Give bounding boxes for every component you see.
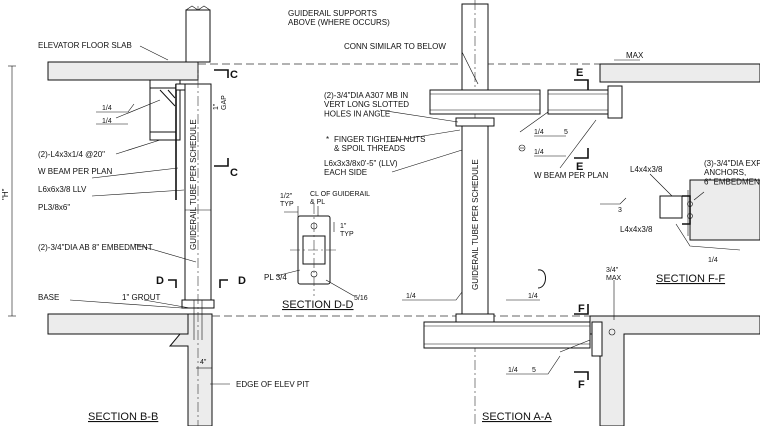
title-section-aa: SECTION A-A <box>482 411 552 423</box>
label-l6x3x3: L6x3x3/8x0'-5" (LLV)EACH SIDE <box>324 159 398 177</box>
label-gap: 1"GAP <box>213 95 228 110</box>
label-five-sixteenth: 5/16 <box>354 295 368 302</box>
weld-size-aa-4: 1/4 <box>528 293 538 300</box>
title-section-bb: SECTION B-B <box>88 411 158 423</box>
base-slab <box>47 313 189 335</box>
weld-size-ff-3: 3 <box>618 207 622 214</box>
cut-mark-d-right: D <box>238 275 246 287</box>
cut-mark-e-bottom: E <box>576 161 583 173</box>
weld-size-aa-5: 1/4 <box>508 367 518 374</box>
weld-length-aa-5: 5 <box>532 367 536 374</box>
cut-mark-c-top: C <box>230 69 238 81</box>
weld-size-aa-2: 1/4 <box>534 149 544 156</box>
label-l4x3: (2)-L4x3x1/4 @20" <box>38 150 105 159</box>
label-w-beam-bb: W BEAM PER PLAN <box>38 167 112 176</box>
elevator-floor-slab <box>47 61 199 81</box>
lower-beam-aa <box>423 321 591 349</box>
label-grout: 1" GROUT <box>122 293 161 302</box>
h-dimension: "H" <box>1 188 10 200</box>
tube-ff <box>659 195 683 219</box>
label-ab-embed: (2)-3/4"DIA AB 8" EMBEDMENT <box>38 243 153 252</box>
label-finger-tighten: FINGER TIGHTEN NUTS& SPOIL THREADS <box>334 135 425 153</box>
weld-size-bb-2: 1/4 <box>102 118 112 125</box>
label-three-quarter-max: 3/4"MAX <box>606 267 622 282</box>
weld-size-bb-1: 1/4 <box>102 105 112 112</box>
label-half-typ: 1/2"TYP <box>280 193 294 208</box>
title-section-ff: SECTION F-F <box>656 273 725 285</box>
weld-length-aa-1: 5 <box>564 129 568 136</box>
weld-size-aa-3: 1/4 <box>406 293 416 300</box>
label-base: BASE <box>38 293 59 302</box>
label-w-beam-aa: W BEAM PER PLAN <box>534 171 608 180</box>
label-conn-similar: CONN SIMILAR TO BELOW <box>344 42 446 51</box>
label-l4x4-top: L4x4x3/8 <box>630 165 663 174</box>
weld-size-ff-1: 1/4 <box>708 257 718 264</box>
title-section-dd: SECTION D-D <box>282 299 354 311</box>
section-bb: "H" C C D D ELEVATOR FLOOR SLAB 1/4 1/4 … <box>1 5 760 426</box>
label-elevator-floor-slab: ELEVATOR FLOOR SLAB <box>38 41 132 50</box>
guiderail-tube-label-aa: GUIDERAIL TUBE PER SCHEDULE <box>471 159 480 290</box>
label-one-typ: 1"TYP <box>340 223 354 238</box>
label-four-inch: 4" <box>200 359 207 366</box>
label-pl3x6: PL3/8x6" <box>38 203 70 212</box>
cut-mark-e-top: E <box>576 67 583 79</box>
weld-size-aa-1: 1/4 <box>534 129 544 136</box>
label-cl-guiderail: CL OF GUIDERAIL& PL <box>310 191 370 206</box>
label-pl34: PL 3/4 <box>264 273 287 282</box>
upper-beam-aa <box>429 89 541 115</box>
section-dd: 1/2"TYP CL OF GUIDERAIL& PL 1"TYP PL 3/4… <box>264 191 370 311</box>
label-l6x6: L6x6x3/8 LLV <box>38 185 87 194</box>
cut-mark-d-left: D <box>156 275 164 287</box>
cut-mark-c-bottom: C <box>230 167 238 179</box>
label-star: * <box>326 135 329 144</box>
cut-mark-f-top: F <box>578 303 585 315</box>
label-l4x4-bottom: L4x4x3/8 <box>620 225 653 234</box>
label-max-top: MAX <box>626 51 644 60</box>
cut-mark-f-bottom: F <box>578 379 585 391</box>
label-edge-pit: EDGE OF ELEV PIT <box>236 380 309 389</box>
guiderail-tube-label-bb: GUIDERAIL TUBE PER SCHEDULE <box>189 119 198 250</box>
